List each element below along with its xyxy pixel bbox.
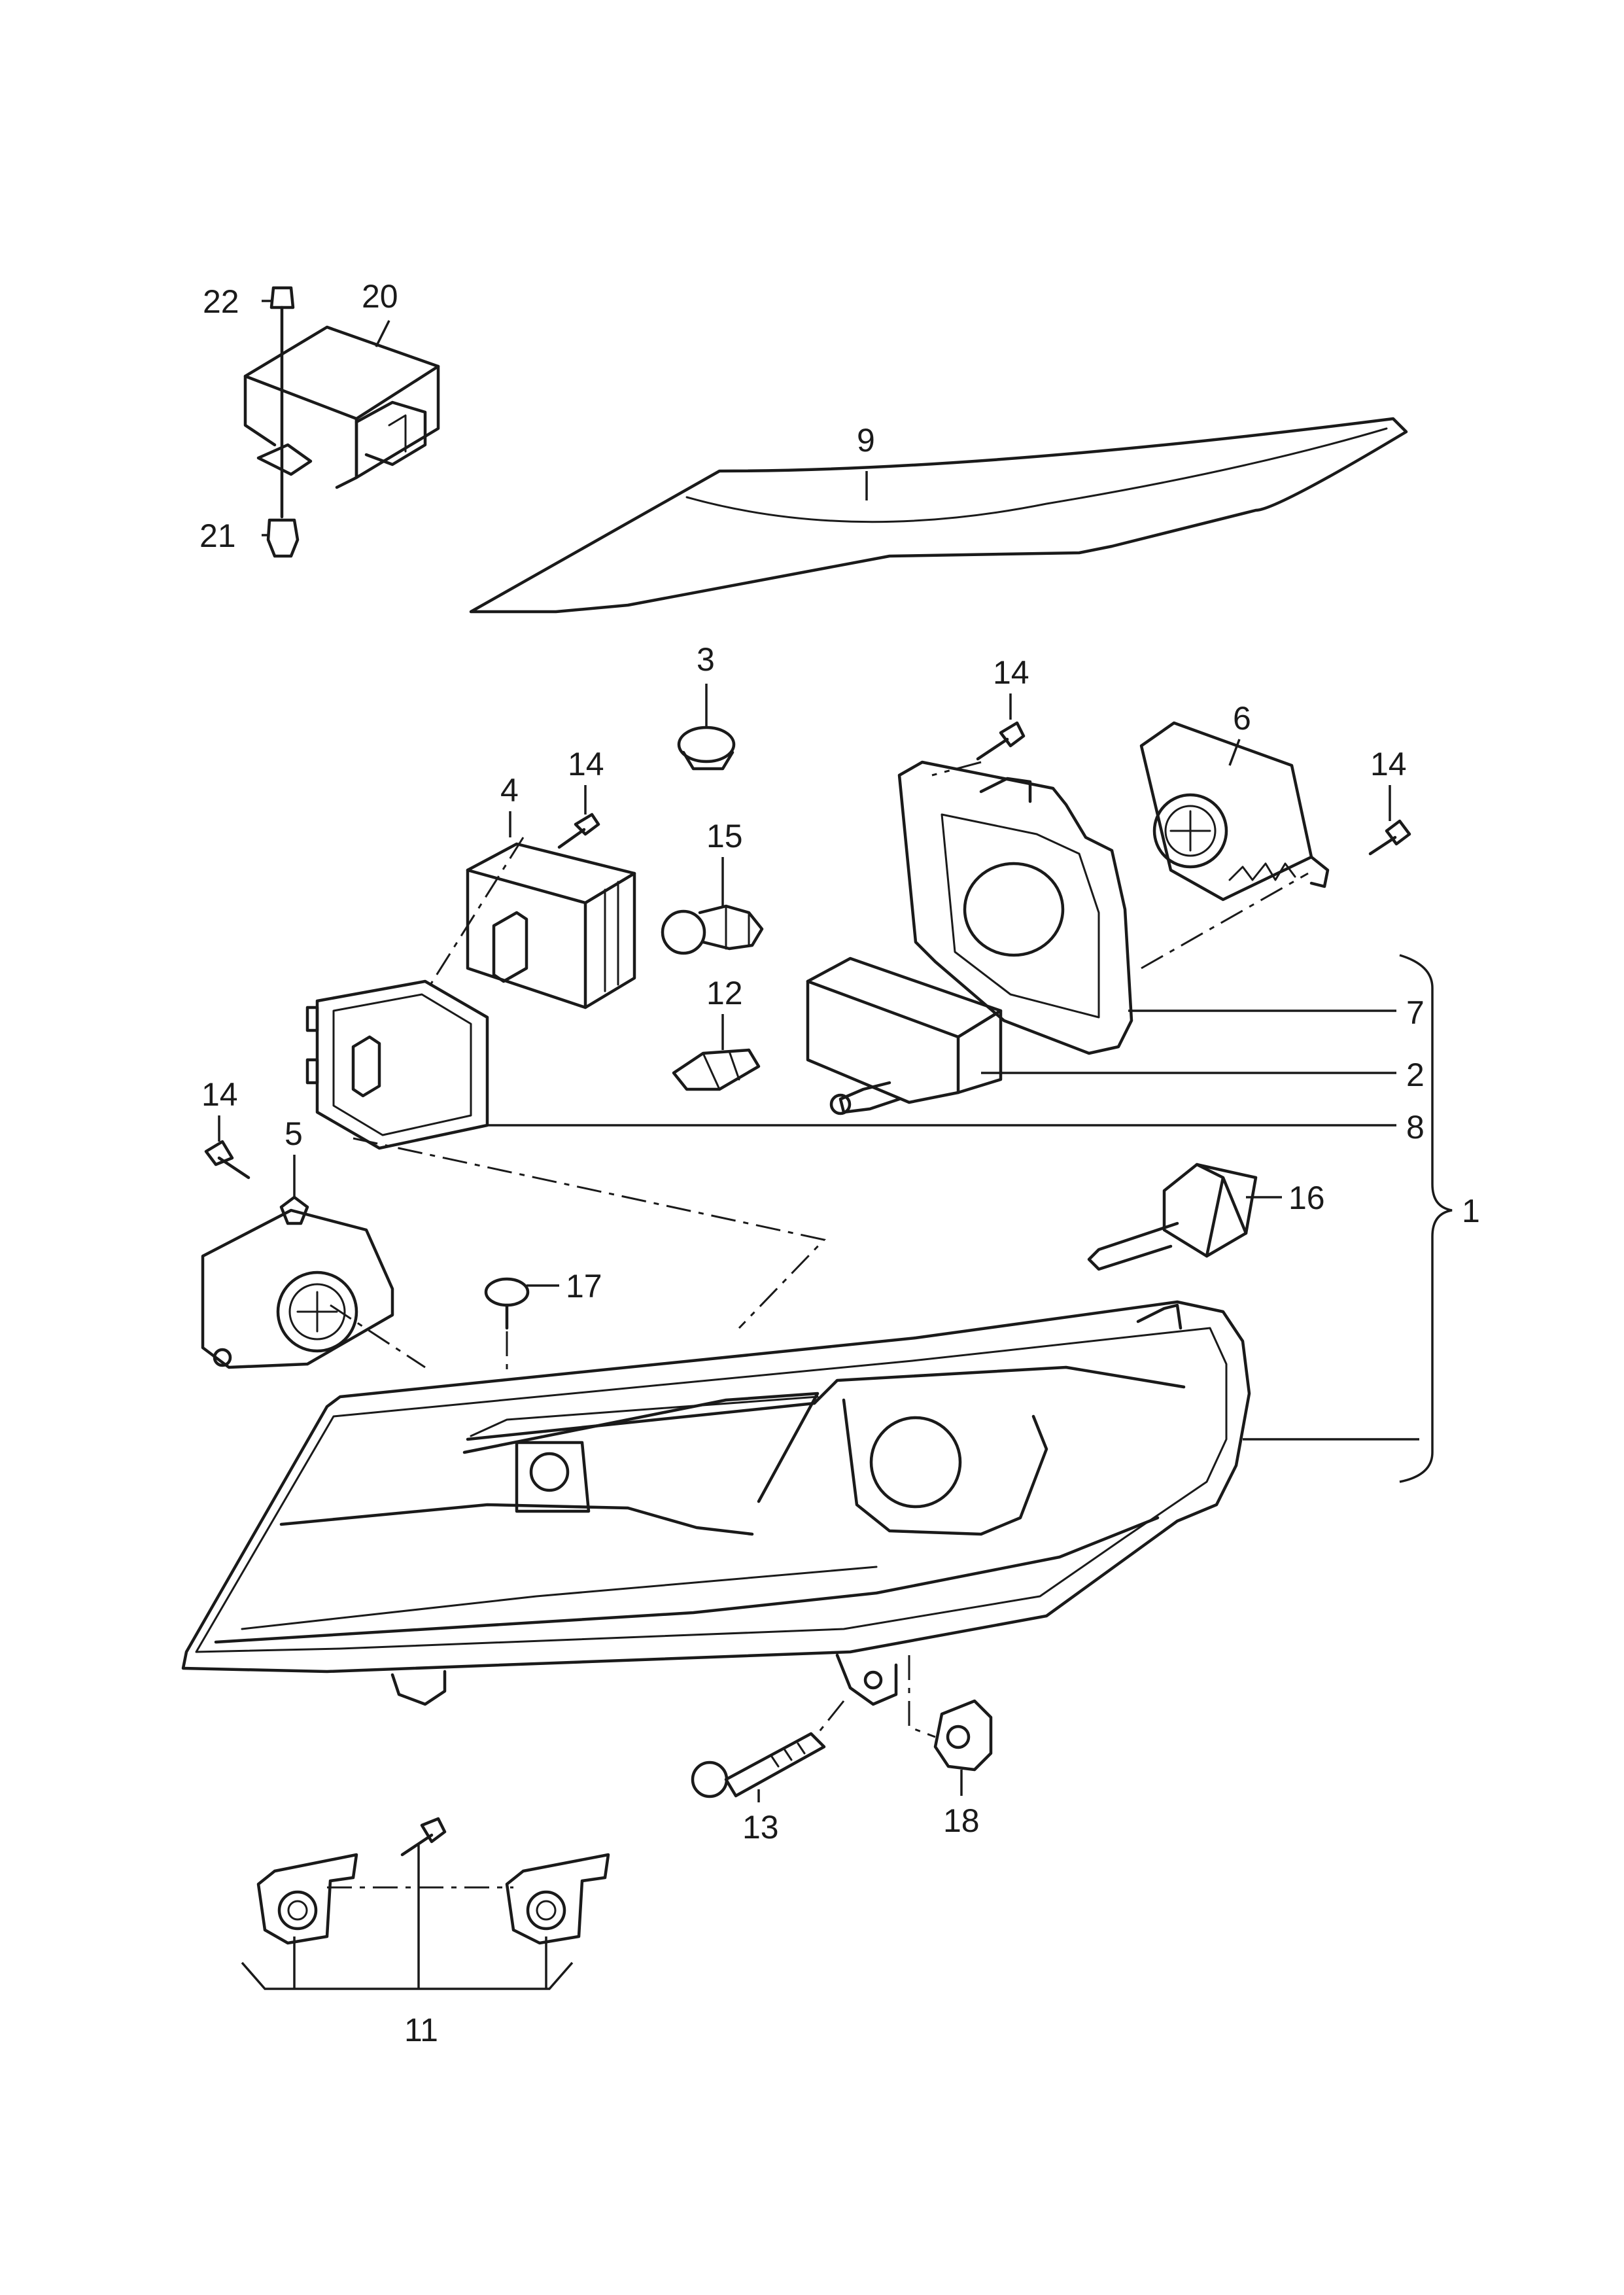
part-6-control-unit[interactable] [1139, 721, 1330, 902]
callout-7: 7 [1406, 994, 1425, 1031]
part-14-screw-b[interactable] [976, 721, 1026, 761]
callout-3: 3 [697, 641, 715, 678]
callout-21: 21 [199, 517, 236, 554]
callout-11: 11 [404, 2012, 438, 2048]
part-14-screw-a[interactable] [557, 813, 600, 849]
callout-1: 1 [1462, 1193, 1480, 1229]
callout-16: 16 [1288, 1180, 1325, 1216]
part-16-xenon-bulb[interactable] [1087, 1163, 1258, 1271]
callout-14-b: 14 [993, 654, 1029, 691]
callout-2: 2 [1406, 1057, 1425, 1093]
part-8-gasket[interactable] [305, 979, 489, 1150]
part-3-cap[interactable] [677, 726, 736, 771]
callout-12: 12 [706, 975, 743, 1011]
callout-9: 9 [857, 422, 875, 459]
leader-lines [218, 300, 1453, 1990]
callout-14-d: 14 [201, 1076, 238, 1113]
part-18-clip-nut[interactable] [933, 1699, 993, 1772]
part-7-gasket[interactable] [897, 760, 1133, 1055]
part-11-brackets[interactable] [256, 1817, 610, 1945]
part-14-screw-c[interactable] [1368, 819, 1411, 856]
part-5-control-unit[interactable] [201, 1195, 394, 1369]
part-20-control-module[interactable] [243, 325, 440, 489]
part-9-trim-strip[interactable] [469, 417, 1408, 614]
part-4-control-unit[interactable] [466, 842, 636, 1009]
callout-13: 13 [742, 1809, 779, 1846]
part-13-bolt[interactable] [691, 1732, 826, 1798]
callout-20: 20 [362, 278, 398, 315]
part-2-adjuster-motor[interactable] [806, 956, 1003, 1115]
part-1-headlight[interactable] [181, 1300, 1251, 1706]
part-22-screw[interactable] [269, 286, 295, 519]
part-21-clip[interactable] [266, 518, 300, 558]
part-17-screw[interactable] [484, 1277, 530, 1330]
part-12-small-bulb[interactable] [672, 1048, 761, 1091]
callout-17: 17 [566, 1268, 602, 1305]
callout-22: 22 [203, 283, 239, 320]
part-14-screw-d[interactable] [204, 1140, 251, 1180]
callout-14-a: 14 [568, 746, 604, 782]
callout-6: 6 [1233, 700, 1251, 737]
callout-18: 18 [943, 1802, 980, 1839]
callout-14-c: 14 [1370, 746, 1407, 782]
callout-5: 5 [285, 1115, 303, 1152]
callout-4: 4 [500, 772, 519, 809]
callout-15: 15 [706, 818, 743, 854]
part-15-bulb[interactable] [661, 904, 764, 955]
callout-labels: 22 20 21 9 3 14 4 15 12 14 6 14 7 2 8 14… [199, 278, 1480, 2048]
callout-8: 8 [1406, 1109, 1425, 1146]
